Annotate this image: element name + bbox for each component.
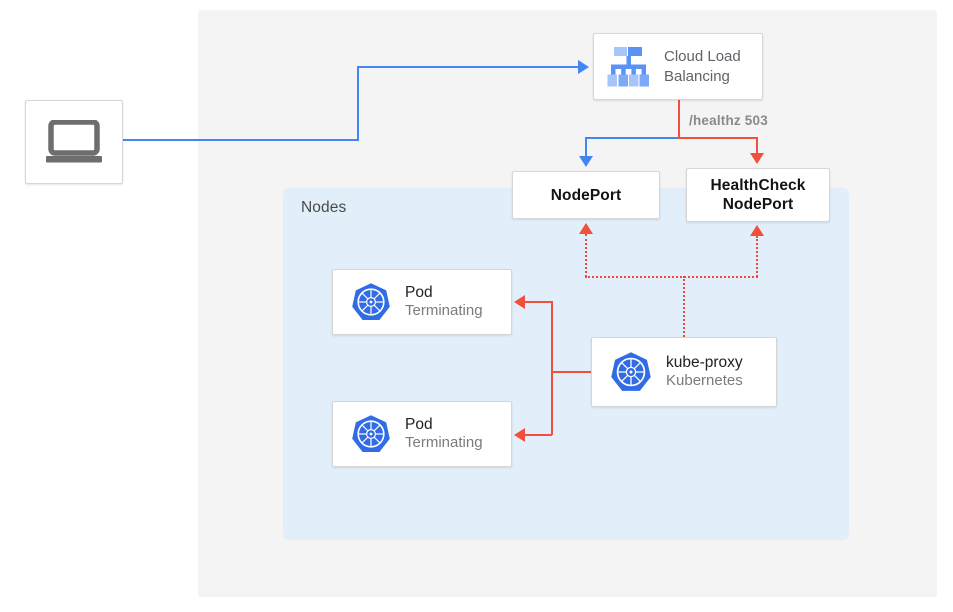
edge-clb-to-nodeport-segment-h bbox=[585, 137, 679, 139]
kubernetes-icon bbox=[351, 414, 391, 454]
client-device-box[interactable] bbox=[25, 100, 123, 184]
pod-terminating-1-box[interactable]: Pod Terminating bbox=[332, 269, 512, 335]
edge-client-to-clb-segment-v bbox=[357, 66, 359, 141]
kube-proxy-title: kube-proxy bbox=[666, 354, 743, 372]
edge-client-to-clb-arrowhead bbox=[578, 60, 589, 74]
nodeport-box[interactable]: NodePort bbox=[512, 171, 660, 219]
pod-terminating-2-box[interactable]: Pod Terminating bbox=[332, 401, 512, 467]
edge-kubeproxy-to-pod-1-segment bbox=[525, 301, 552, 303]
pod-1-status: Terminating bbox=[405, 302, 483, 320]
healthcheck-nodeport-label: HealthCheck NodePort bbox=[710, 177, 806, 213]
edge-kubeproxy-to-pods-stem bbox=[551, 371, 593, 373]
edge-clb-to-healthcheck-arrowhead bbox=[750, 153, 764, 164]
kubernetes-icon bbox=[610, 351, 652, 393]
edge-kubeproxy-to-healthcheck-arrowhead bbox=[750, 225, 764, 236]
kubernetes-icon bbox=[351, 282, 391, 322]
edge-clb-to-healthcheck-segment-v bbox=[756, 137, 758, 156]
edge-clb-down-trunk bbox=[678, 100, 680, 139]
edge-kubeproxy-to-ports-segment-v-center bbox=[683, 276, 685, 337]
cloud-load-balancing-label: Cloud Load Balancing bbox=[664, 47, 741, 85]
edge-client-to-clb-segment-h2 bbox=[357, 66, 579, 68]
edge-clb-to-nodeport-segment-v bbox=[585, 137, 587, 159]
nodes-panel-label: Nodes bbox=[301, 199, 347, 216]
load-balancer-icon bbox=[606, 46, 652, 88]
edge-kubeproxy-to-nodeport-segment-v bbox=[585, 234, 587, 277]
edge-kubeproxy-to-pod-2-arrowhead bbox=[514, 428, 525, 442]
edge-kubeproxy-to-pods-spine bbox=[551, 301, 553, 435]
edge-kubeproxy-to-pod-2-segment bbox=[525, 434, 552, 436]
kube-proxy-box[interactable]: kube-proxy Kubernetes bbox=[591, 337, 777, 407]
edge-clb-to-healthcheck-segment-h bbox=[678, 137, 758, 139]
healthcheck-nodeport-box[interactable]: HealthCheck NodePort bbox=[686, 168, 830, 222]
edge-kubeproxy-to-healthcheck-segment-v bbox=[756, 236, 758, 277]
edge-kubeproxy-to-ports-bus bbox=[585, 276, 758, 278]
cloud-load-balancing-box[interactable]: Cloud Load Balancing bbox=[593, 33, 763, 100]
healthz-edge-label: /healthz 503 bbox=[689, 113, 768, 128]
edge-clb-to-nodeport-arrowhead bbox=[579, 156, 593, 167]
pod-1-title: Pod bbox=[405, 284, 433, 302]
laptop-icon bbox=[45, 119, 103, 164]
pod-2-title: Pod bbox=[405, 416, 433, 434]
edge-client-to-clb-segment-h1 bbox=[123, 139, 358, 141]
pod-2-status: Terminating bbox=[405, 434, 483, 452]
kube-proxy-subtitle: Kubernetes bbox=[666, 372, 743, 390]
edge-kubeproxy-to-nodeport-arrowhead bbox=[579, 223, 593, 234]
nodeport-label: NodePort bbox=[550, 186, 622, 204]
edge-kubeproxy-to-pod-1-arrowhead bbox=[514, 295, 525, 309]
